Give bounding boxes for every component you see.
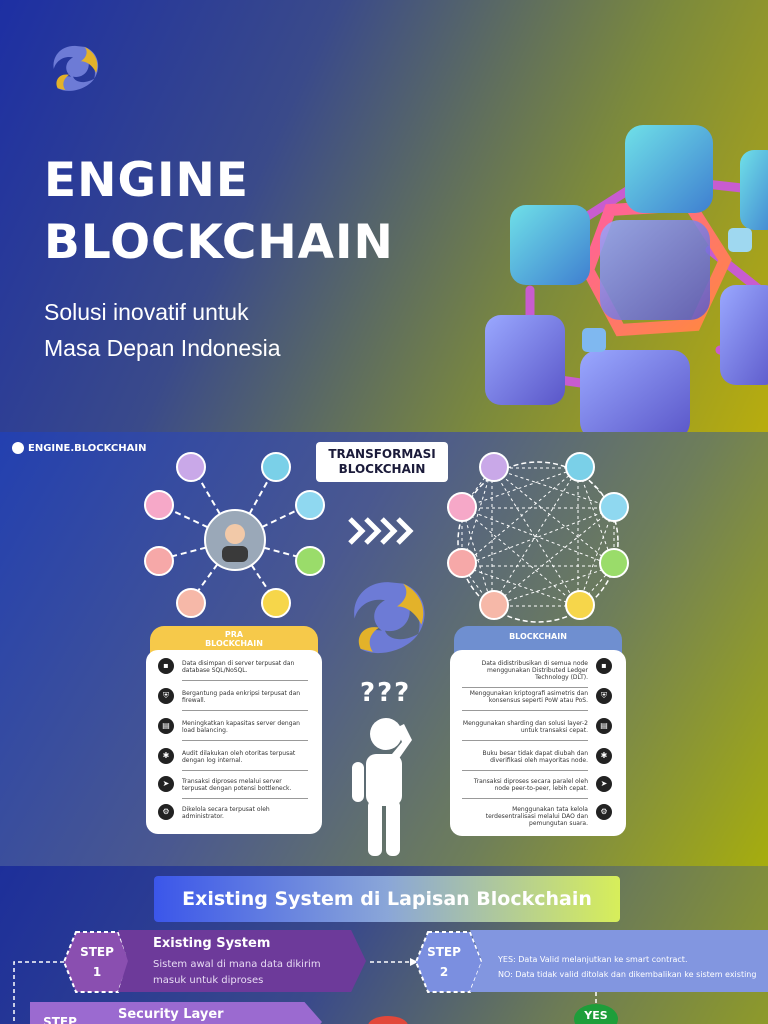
user-avatar: [479, 590, 509, 620]
chevron-arrows-icon: [348, 517, 414, 545]
brand-label: ENGINE.BLOCKCHAIN: [12, 442, 146, 454]
blockchain-header: BLOCKCHAIN: [454, 626, 622, 654]
user-avatar: [295, 490, 325, 520]
user-avatar: [479, 452, 509, 482]
audit-icon: ✱: [158, 748, 174, 764]
existing-system-flow: Existing System di Lapisan Blockchain ST…: [0, 866, 768, 1024]
step1-badge: STEP 1: [80, 945, 114, 979]
centralized-network-diagram: [157, 465, 311, 603]
list-item: ▪Data disimpan di server terpusat dan da…: [158, 658, 308, 681]
chart-icon: ▤: [596, 718, 612, 734]
step1-chevron: [62, 931, 132, 993]
shield-icon: ⛨: [158, 688, 174, 704]
user-avatar: [447, 548, 477, 578]
speed-icon: ➤: [596, 776, 612, 792]
pra-blockchain-header: PRA BLOCKCHAIN: [150, 626, 318, 654]
transformation-heading: TRANSFORMASI BLOCKCHAIN: [316, 442, 448, 482]
user-avatar: [599, 492, 629, 522]
list-item: ➤Transaksi diproses melalui server terpu…: [158, 776, 308, 799]
swirl-logo-icon: [12, 442, 24, 454]
flow-title: Existing System di Lapisan Blockchain: [154, 876, 620, 922]
user-avatar: [176, 588, 206, 618]
confused-person-icon: [352, 718, 412, 856]
swirl-logo-icon: [354, 582, 425, 654]
list-item: Menggunakan tata kelola terdesentralisas…: [462, 804, 612, 833]
user-avatar: [144, 546, 174, 576]
step2-description: YES: Data Valid melanjutkan ke smart con…: [498, 955, 757, 979]
user-avatar: [447, 492, 477, 522]
folder-icon: ▪: [596, 658, 612, 674]
list-item: Data didistribusikan di semua node mengg…: [462, 658, 612, 688]
user-avatar: [599, 548, 629, 578]
shield-icon: ⛨: [596, 688, 612, 704]
gear-icon: ⚙: [596, 804, 612, 820]
user-avatar: [261, 588, 291, 618]
speed-icon: ➤: [158, 776, 174, 792]
step3-panel: [30, 1002, 322, 1024]
gear-icon: ⚙: [158, 804, 174, 820]
no-badge: [368, 1016, 408, 1024]
folder-icon: ▪: [158, 658, 174, 674]
step1-panel: [118, 930, 366, 992]
user-avatar: [261, 452, 291, 482]
step2-badge: STEP 2: [427, 945, 461, 979]
list-item: Buku besar tidak dapat diubah dan diveri…: [462, 748, 612, 771]
list-item: ⛨Bergantung pada enkripsi terpusat dan f…: [158, 688, 308, 711]
step3-badge: STEP: [43, 1015, 77, 1024]
user-avatar: [565, 452, 595, 482]
chart-icon: ▤: [158, 718, 174, 734]
question-marks: ???: [360, 678, 412, 708]
list-item: Menggunakan sharding dan solusi layer-2 …: [462, 718, 612, 741]
step1-title: Existing System: [153, 936, 271, 951]
audit-icon: ✱: [596, 748, 612, 764]
list-item: Menggunakan kriptografi asimetris dan ko…: [462, 688, 612, 711]
decentralized-network-diagram: [457, 461, 619, 623]
user-avatar: [176, 452, 206, 482]
step2-panel: [470, 930, 768, 992]
list-item: Transaksi diproses secara paralel oleh n…: [462, 776, 612, 799]
user-avatar: [565, 590, 595, 620]
hero-title: ENGINE BLOCKCHAIN: [44, 153, 394, 270]
step3-title: Security Layer: [118, 1007, 224, 1022]
list-item: ▤Meningkatkan kapasitas server dengan lo…: [158, 718, 308, 741]
list-item: ⚙Dikelola secara terpusat oleh administr…: [158, 804, 308, 826]
step1-description: Sistem awal di mana data dikirim masuk u…: [153, 959, 321, 986]
flow-connectors: [13, 958, 597, 1024]
yes-badge: YES: [574, 1004, 618, 1024]
hero-subtitle: Solusi inovatif untuk Masa Depan Indones…: [44, 299, 281, 361]
transformation-infographic: ENGINE.BLOCKCHAIN TRANSFORMASI BLOCKCHAI…: [0, 432, 768, 866]
user-avatar: [295, 546, 325, 576]
list-item: ✱Audit dilakukan oleh otoritas terpusat …: [158, 748, 308, 771]
hero-section: ENGINE BLOCKCHAIN Solusi inovatif untuk …: [0, 0, 768, 432]
step2-chevron: [414, 931, 484, 993]
user-avatar: [144, 490, 174, 520]
swirl-logo-icon: [53, 45, 99, 91]
blockchain-card: [450, 650, 626, 836]
blockchain-cubes-illustration: [485, 125, 768, 432]
